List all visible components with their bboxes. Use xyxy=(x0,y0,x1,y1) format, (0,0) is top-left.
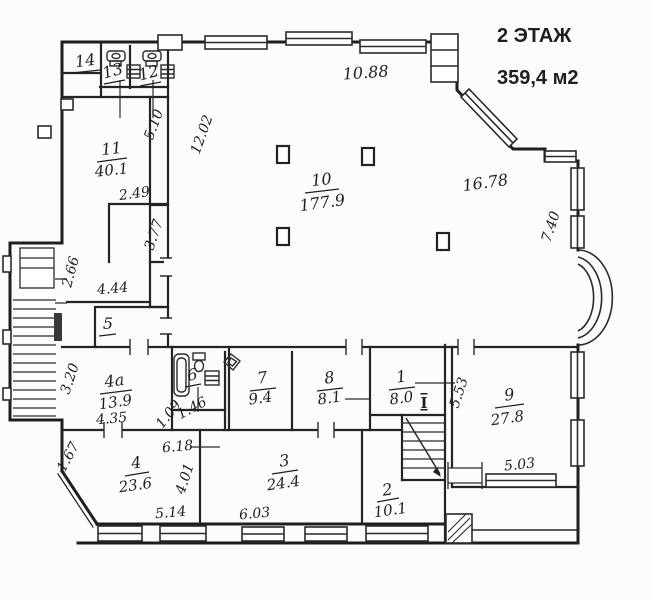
windows xyxy=(2,31,614,544)
room-label-3: 324.4 xyxy=(265,450,302,494)
svg-text:4а: 4а xyxy=(102,370,125,392)
dim-2.49: 2.49 xyxy=(117,184,151,204)
dim-1.67: 1.67 xyxy=(54,440,83,475)
svg-text:13.9: 13.9 xyxy=(98,391,134,414)
toilet-icon xyxy=(192,352,206,373)
vent-shaft-icon xyxy=(223,353,241,372)
svg-text:13: 13 xyxy=(100,59,125,83)
radiator xyxy=(37,125,52,139)
room-label-4: 423.6 xyxy=(117,452,154,496)
floor-title: 2 ЭТАЖ xyxy=(497,25,572,47)
room-label-14: 14 xyxy=(71,50,101,74)
pilaster xyxy=(157,34,183,51)
dim-5.03: 5.03 xyxy=(503,455,536,474)
dim-6.18: 6.18 xyxy=(161,438,194,457)
dim-10.88: 10.88 xyxy=(342,61,389,83)
external-staircase xyxy=(13,247,67,417)
room-label-13: 13 xyxy=(100,59,126,85)
room-label-2: 210.1 xyxy=(373,479,409,521)
internal-staircase xyxy=(402,417,483,489)
sink-icon xyxy=(126,64,141,79)
sink-icon xyxy=(204,370,220,386)
dim-5.10: 5.10 xyxy=(141,107,167,142)
svg-text:9: 9 xyxy=(503,384,516,404)
dim-1.46: 1.46 xyxy=(175,394,210,423)
svg-text:5: 5 xyxy=(103,314,113,333)
svg-text:8.1: 8.1 xyxy=(316,387,342,408)
room-label-8: 88.1 xyxy=(316,367,344,409)
dim-16.78: 16.78 xyxy=(461,170,509,195)
title-block: 2 ЭТАЖ 359,4 м2 xyxy=(497,25,579,89)
room-label-7: 79.4 xyxy=(247,367,277,409)
dim-5.14: 5.14 xyxy=(154,504,186,523)
toilet-icon xyxy=(106,50,126,67)
svg-text:14: 14 xyxy=(74,50,97,72)
toilet-icon xyxy=(142,50,162,67)
dim-3.77: 3.77 xyxy=(142,217,167,252)
stair-direction-arrow xyxy=(433,467,441,477)
total-area: 359,4 м2 xyxy=(497,67,579,89)
leader-lines xyxy=(119,80,455,448)
radiator xyxy=(60,98,74,111)
room-label-5: 5 xyxy=(98,314,117,337)
dim-7.40: 7.40 xyxy=(539,209,564,244)
dim-6.03: 6.03 xyxy=(238,505,271,524)
svg-text:4: 4 xyxy=(129,452,143,472)
svg-text:7: 7 xyxy=(256,367,270,387)
svg-text:11: 11 xyxy=(100,138,122,159)
door-openings xyxy=(103,257,475,438)
hall-columns xyxy=(275,144,451,252)
svg-text:1: 1 xyxy=(395,366,408,386)
svg-text:23.6: 23.6 xyxy=(117,474,154,497)
svg-text:8.0: 8.0 xyxy=(388,387,415,408)
dim-5.53: 5.53 xyxy=(447,375,472,410)
sanitary-fixtures xyxy=(106,50,241,397)
svg-text:10: 10 xyxy=(310,169,332,190)
svg-text:27.8: 27.8 xyxy=(489,407,526,430)
dim-4.44: 4.44 xyxy=(95,280,128,299)
svg-text:6: 6 xyxy=(186,364,199,384)
sink-icon xyxy=(160,64,175,79)
svg-text:177.9: 177.9 xyxy=(298,190,346,215)
svg-text:9.4: 9.4 xyxy=(247,387,273,408)
svg-text:40.1: 40.1 xyxy=(93,159,129,180)
inner-walls xyxy=(60,40,580,545)
wall-pier xyxy=(54,313,62,341)
room-label-1: 18.0 xyxy=(388,366,416,409)
svg-text:3: 3 xyxy=(278,450,291,470)
bay-window-arc xyxy=(577,249,614,346)
dim-2.66: 2.66 xyxy=(59,255,83,290)
svg-text:10.1: 10.1 xyxy=(373,499,409,521)
dim-3.20: 3.20 xyxy=(58,361,83,396)
svg-text:8: 8 xyxy=(323,367,336,387)
room-label-9: 927.8 xyxy=(489,384,526,429)
entrance-marker-I: I xyxy=(420,394,427,412)
dim-4.01: 4.01 xyxy=(172,461,197,497)
bathtub-icon xyxy=(173,353,190,397)
pilaster xyxy=(430,33,459,83)
svg-text:2: 2 xyxy=(380,479,394,499)
room-label-6: 6 xyxy=(184,364,202,388)
room-label-12: 12 xyxy=(136,61,162,87)
svg-text:12: 12 xyxy=(136,61,161,85)
dim-12.02: 12.02 xyxy=(188,113,217,156)
svg-text:24.4: 24.4 xyxy=(265,472,302,495)
dim-4.35: 4.35 xyxy=(94,410,128,429)
